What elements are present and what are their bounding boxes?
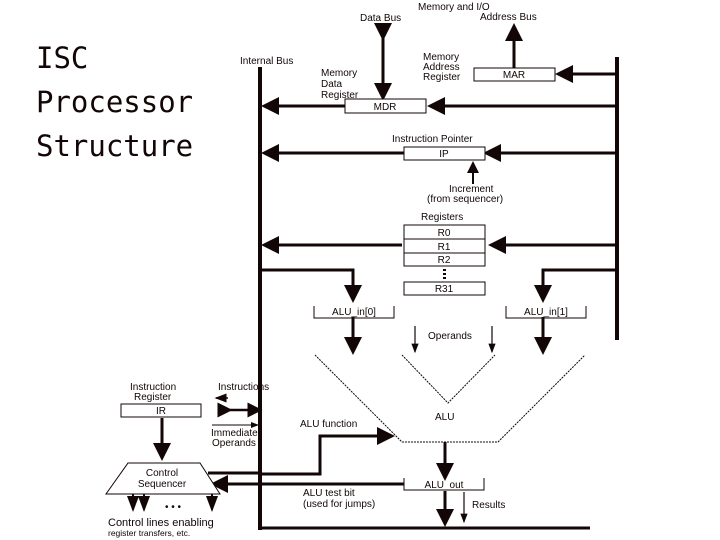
bus-to-alu-in-0 bbox=[260, 268, 362, 303]
results-label: Results bbox=[472, 500, 505, 511]
mar-block[interactable] bbox=[473, 67, 556, 82]
slide-title: ISC Processor Structure bbox=[36, 36, 193, 168]
mar-caption-2: Address bbox=[423, 62, 460, 73]
mdr-label: MDR bbox=[374, 102, 397, 113]
alu-label: ALU bbox=[435, 412, 454, 423]
ip-caption: Instruction Pointer bbox=[392, 134, 473, 145]
ir-label: IR bbox=[156, 406, 166, 417]
title-line-1: ISC bbox=[36, 41, 89, 75]
ir-caption-1: Instruction bbox=[130, 382, 176, 393]
alu-out-label: ALU_out bbox=[425, 480, 464, 491]
increment-caption-1: Increment bbox=[449, 184, 494, 195]
control-lines-label: Control lines enabling bbox=[108, 517, 214, 529]
mdr-caption-3: Register bbox=[321, 90, 359, 101]
register-ellipsis-icon bbox=[443, 269, 446, 279]
mar-caption-1: Memory bbox=[423, 52, 459, 63]
immediate-operands-label-1: Immediate bbox=[211, 428, 258, 439]
mar-label: MAR bbox=[503, 70, 525, 81]
alu-notch bbox=[401, 354, 496, 404]
ir-block[interactable] bbox=[120, 403, 202, 418]
title-line-3: Structure bbox=[36, 129, 194, 163]
mdr-caption-2: Data bbox=[321, 79, 343, 90]
alu-shape bbox=[314, 354, 586, 443]
register-r1-label: R1 bbox=[438, 242, 451, 253]
mar-caption-3: Register bbox=[423, 72, 461, 83]
title-line-2: Processor bbox=[36, 85, 194, 119]
data-bus-label: Data Bus bbox=[360, 13, 401, 24]
ip-label: IP bbox=[439, 149, 449, 160]
alu-in-0-block[interactable] bbox=[313, 306, 395, 319]
ip-block[interactable] bbox=[403, 146, 486, 161]
register-r0-label: R0 bbox=[438, 228, 451, 239]
alu-out-block[interactable] bbox=[403, 478, 485, 491]
control-sequencer-label-2: Sequencer bbox=[138, 479, 187, 490]
registers-caption: Registers bbox=[421, 212, 463, 223]
alu-test-bit-label-2: (used for jumps) bbox=[303, 499, 375, 510]
mdr-block[interactable] bbox=[344, 98, 427, 114]
control-lines-sub-label: register transfers, etc. bbox=[108, 528, 190, 538]
address-bus-label: Address Bus bbox=[480, 12, 537, 23]
register-r31-block[interactable] bbox=[403, 281, 486, 296]
register-r2-block[interactable] bbox=[403, 252, 486, 267]
alu-in-1-label: ALU_in[1] bbox=[524, 307, 568, 318]
control-sequencer-shape[interactable] bbox=[105, 462, 221, 495]
mdr-caption-1: Memory bbox=[321, 68, 357, 79]
control-dots: • • • bbox=[165, 502, 182, 513]
increment-caption-2: (from sequencer) bbox=[427, 194, 503, 205]
alu-function-line bbox=[260, 427, 395, 476]
alu-function-label: ALU function bbox=[300, 419, 357, 430]
ir-caption-2: Register bbox=[134, 392, 172, 403]
alu-test-bit-label-1: ALU test bit bbox=[303, 488, 355, 499]
bus-to-alu-in-1 bbox=[534, 268, 617, 303]
register-r2-label: R2 bbox=[438, 255, 451, 266]
memory-io-label: Memory and I/O bbox=[418, 2, 490, 13]
internal-bus-label: Internal Bus bbox=[240, 56, 293, 67]
instructions-label: Instructions bbox=[218, 382, 269, 393]
alu-in-1-block[interactable] bbox=[505, 306, 587, 319]
operands-label: Operands bbox=[428, 331, 472, 342]
register-r31-label: R31 bbox=[435, 284, 454, 295]
control-sequencer-label-1: Control bbox=[146, 468, 178, 479]
alu-in-0-label: ALU_in[0] bbox=[332, 307, 376, 318]
immediate-operands-label-2: Operands bbox=[212, 438, 256, 449]
